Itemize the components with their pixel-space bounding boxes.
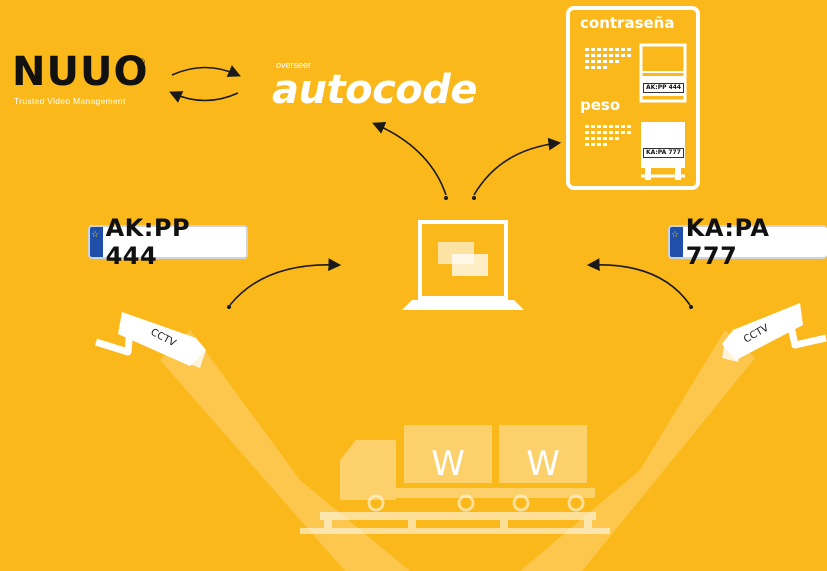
autocode-overseer-label: overseer — [276, 60, 312, 70]
nuuo-tagline: Trusted Video Management — [14, 96, 126, 106]
arrow-left-camera — [229, 258, 342, 306]
truck-wheels — [367, 494, 585, 512]
registered-mark: ® — [137, 58, 146, 68]
plate-text-left: AK:PP 444 — [105, 214, 191, 270]
arrow-dot — [444, 196, 448, 200]
license-plate-left: AK:PP 444 — [88, 214, 248, 270]
panel-label-password: contraseña — [580, 14, 675, 32]
truck-icon — [340, 425, 595, 500]
weight-label-right: W — [526, 444, 560, 484]
left-camera-beam — [160, 330, 410, 571]
cctv-camera-icon — [722, 303, 827, 362]
autocode-logo: autocode — [272, 67, 478, 113]
panel-label-weight: peso — [580, 96, 621, 114]
panel-plate-bottom: KA:PA 777 — [643, 148, 684, 158]
right-camera-beam — [520, 330, 755, 571]
laptop-icon — [402, 220, 524, 310]
eu-flag-icon — [90, 227, 103, 257]
nuuo-logo: NUUO — [12, 49, 149, 95]
arrow-to-panel — [473, 137, 562, 196]
sync-arrows-icon — [169, 65, 241, 103]
arrow-right-camera — [586, 258, 691, 306]
dot-grid — [585, 125, 631, 146]
panel-plate-top: AK:PP 444 — [643, 83, 685, 93]
eu-flag-icon — [670, 227, 683, 257]
plate-text-right: KA:PA 777 — [685, 214, 770, 270]
arrow-to-autocode — [372, 121, 447, 196]
license-plate-right: KA:PA 777 — [668, 214, 827, 270]
arrow-dot — [472, 196, 476, 200]
arrow-dot — [689, 305, 693, 309]
weight-label-left: W — [431, 444, 465, 484]
arrow-dot — [227, 305, 231, 309]
cctv-camera-icon — [94, 312, 206, 368]
dot-grid — [585, 48, 631, 69]
weighbridge-icon — [300, 512, 610, 534]
